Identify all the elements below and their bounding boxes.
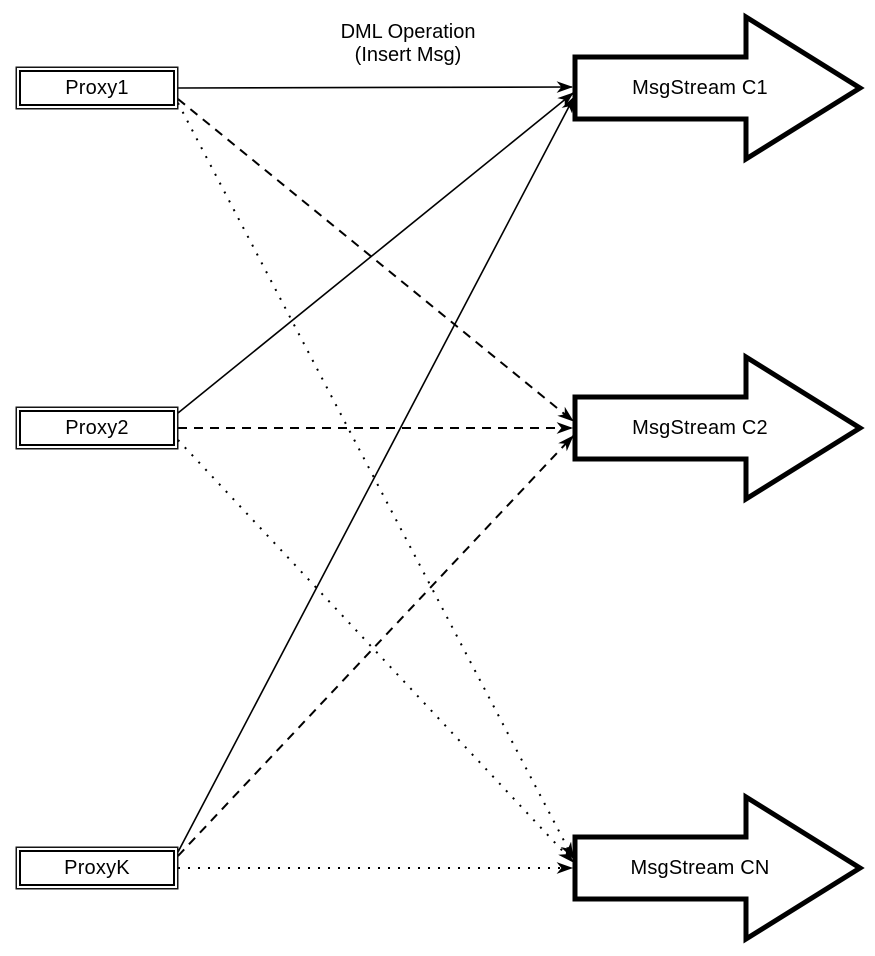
edge-annotation-line2: (Insert Msg) [354, 44, 462, 66]
node-proxy2-label: Proxy2 [65, 416, 129, 439]
edge-proxy1-msgstream-cn [177, 102, 574, 859]
msgstream-c1-arrow-shape [572, 12, 865, 164]
node-proxy1-label: Proxy1 [65, 76, 129, 99]
msgstream-cn-label: MsgStream CN [630, 856, 770, 879]
node-proxy1: Proxy1 [19, 70, 175, 106]
msgstream-c1-label: MsgStream C1 [632, 76, 768, 99]
edge-proxy2-msgstream-c1 [177, 92, 574, 414]
edge-proxy2-msgstream-cn [177, 439, 574, 863]
edge-annotation-line1: DML Operation [340, 21, 476, 43]
edge-annotation: DML Operation (Insert Msg) [300, 21, 516, 67]
msgstream-cn-arrow-shape [572, 792, 865, 944]
edge-proxy1-msgstream-c2 [177, 98, 574, 422]
edge-proxy1-msgstream-c1 [177, 81, 574, 93]
node-proxy2: Proxy2 [19, 410, 175, 446]
node-proxyk: ProxyK [19, 850, 175, 886]
node-proxyk-label: ProxyK [64, 856, 130, 879]
edge-proxyk-msgstream-c1 [177, 96, 575, 853]
edge-proxyk-msgstream-c2 [177, 435, 574, 857]
msgstream-c2-arrow-shape [572, 352, 865, 504]
msgstream-c2-label: MsgStream C2 [632, 416, 768, 439]
